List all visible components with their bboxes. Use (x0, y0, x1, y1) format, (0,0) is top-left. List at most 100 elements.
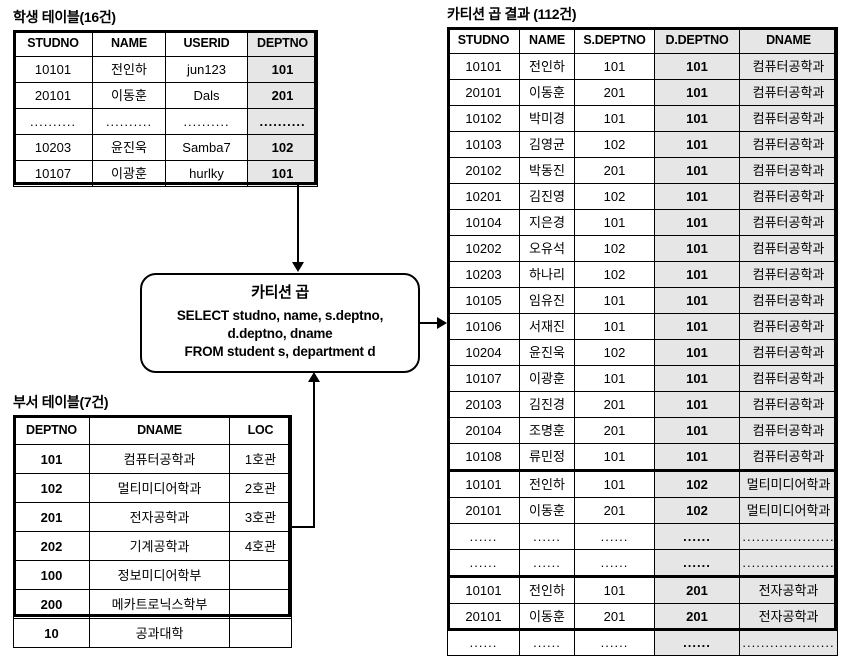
table-cell: 전인하 (519, 575, 575, 604)
table-cell: 전인하 (519, 53, 575, 80)
table-cell: 이동훈 (519, 79, 575, 106)
table-cell: 201 (574, 391, 655, 418)
table-cell: 102 (574, 339, 655, 366)
connector-department-to-join-vline (313, 381, 315, 528)
table-cell: 10 (13, 618, 90, 648)
table-row: ........................................… (447, 549, 838, 577)
table-cell: 201 (247, 82, 318, 109)
table-cell: 공과대학 (89, 618, 230, 648)
table-cell: 101 (654, 157, 740, 184)
table-cell: 102 (574, 183, 655, 210)
table-cell: ...... (654, 549, 740, 577)
table-cell: ...... (574, 523, 655, 550)
table-cell: 컴퓨터공학과 (739, 417, 838, 444)
table-cell: 지은경 (519, 209, 575, 236)
table-cell: 101 (574, 575, 655, 604)
table-cell: 10202 (447, 235, 520, 262)
table-cell: 컴퓨터공학과 (739, 391, 838, 418)
table-cell: ...... (519, 549, 575, 577)
table-cell (229, 560, 292, 590)
column-header: NAME (92, 30, 166, 57)
table-cell: hurlky (165, 160, 248, 187)
table-cell (229, 589, 292, 619)
table-cell: 201 (13, 502, 90, 532)
table-cell: 컴퓨터공학과 (739, 131, 838, 158)
table-cell: 멀티미디어학과 (739, 469, 838, 498)
table-cell: 컴퓨터공학과 (739, 261, 838, 288)
table-cell: 10103 (447, 131, 520, 158)
department-table-title: 부서 테이블(7건) (13, 394, 109, 410)
table-cell: .................... (739, 549, 838, 577)
table-cell: 20101 (447, 603, 520, 630)
table-cell: 박미경 (519, 105, 575, 132)
table-cell: .......... (13, 108, 93, 135)
sql-line-3: FROM student s, department d (184, 343, 376, 359)
table-cell: 전자공학과 (739, 575, 838, 604)
table-cell: ...... (519, 523, 575, 550)
table-cell: 101 (574, 53, 655, 80)
table-cell: 박동진 (519, 157, 575, 184)
column-header: STUDNO (13, 30, 93, 57)
table-cell: 10107 (447, 365, 520, 392)
table-cell: 전인하 (92, 56, 166, 83)
table-cell: 10104 (447, 209, 520, 236)
table-cell: 10102 (447, 105, 520, 132)
table-cell: 10101 (13, 56, 93, 83)
table-cell: 20101 (447, 497, 520, 524)
table-cell: 201 (574, 157, 655, 184)
table-cell: 10203 (13, 134, 93, 161)
table-cell: 102 (574, 131, 655, 158)
table-cell: 조명훈 (519, 417, 575, 444)
table-cell: 101 (654, 235, 740, 262)
table-cell: ...... (519, 629, 575, 656)
table-cell: ...... (574, 629, 655, 656)
table-cell: 101 (654, 261, 740, 288)
table-cell: 101 (247, 160, 318, 187)
connector-student-to-join-arrow-icon (292, 262, 304, 272)
table-cell: 101 (654, 105, 740, 132)
table-row: ........................................… (447, 523, 838, 550)
table-cell: 100 (13, 560, 90, 590)
column-header: USERID (165, 30, 248, 57)
connector-student-to-join-line (297, 185, 299, 263)
table-cell: 컴퓨터공학과 (739, 209, 838, 236)
result-table-title: 카티션 곱 결과 (112건) (447, 6, 577, 22)
table-cell: 201 (574, 603, 655, 630)
table-cell: 10101 (447, 53, 520, 80)
sql-line-2: d.deptno, dname (227, 325, 333, 341)
table-cell: 101 (574, 313, 655, 340)
table-cell: 멀티미디어학과 (739, 497, 838, 524)
column-header: DEPTNO (247, 30, 318, 57)
table-cell: 101 (654, 131, 740, 158)
table-cell: 이광훈 (519, 365, 575, 392)
table-cell: 202 (13, 531, 90, 561)
table-cell: 101 (574, 209, 655, 236)
column-header: STUDNO (447, 27, 520, 54)
column-header: NAME (519, 27, 575, 54)
table-cell: 정보미디어학부 (89, 560, 230, 590)
table-cell: 101 (654, 365, 740, 392)
table-cell: 이동훈 (519, 603, 575, 630)
table-cell: 컴퓨터공학과 (739, 313, 838, 340)
table-cell: 20103 (447, 391, 520, 418)
table-cell: 101 (654, 391, 740, 418)
table-cell: 임유진 (519, 287, 575, 314)
